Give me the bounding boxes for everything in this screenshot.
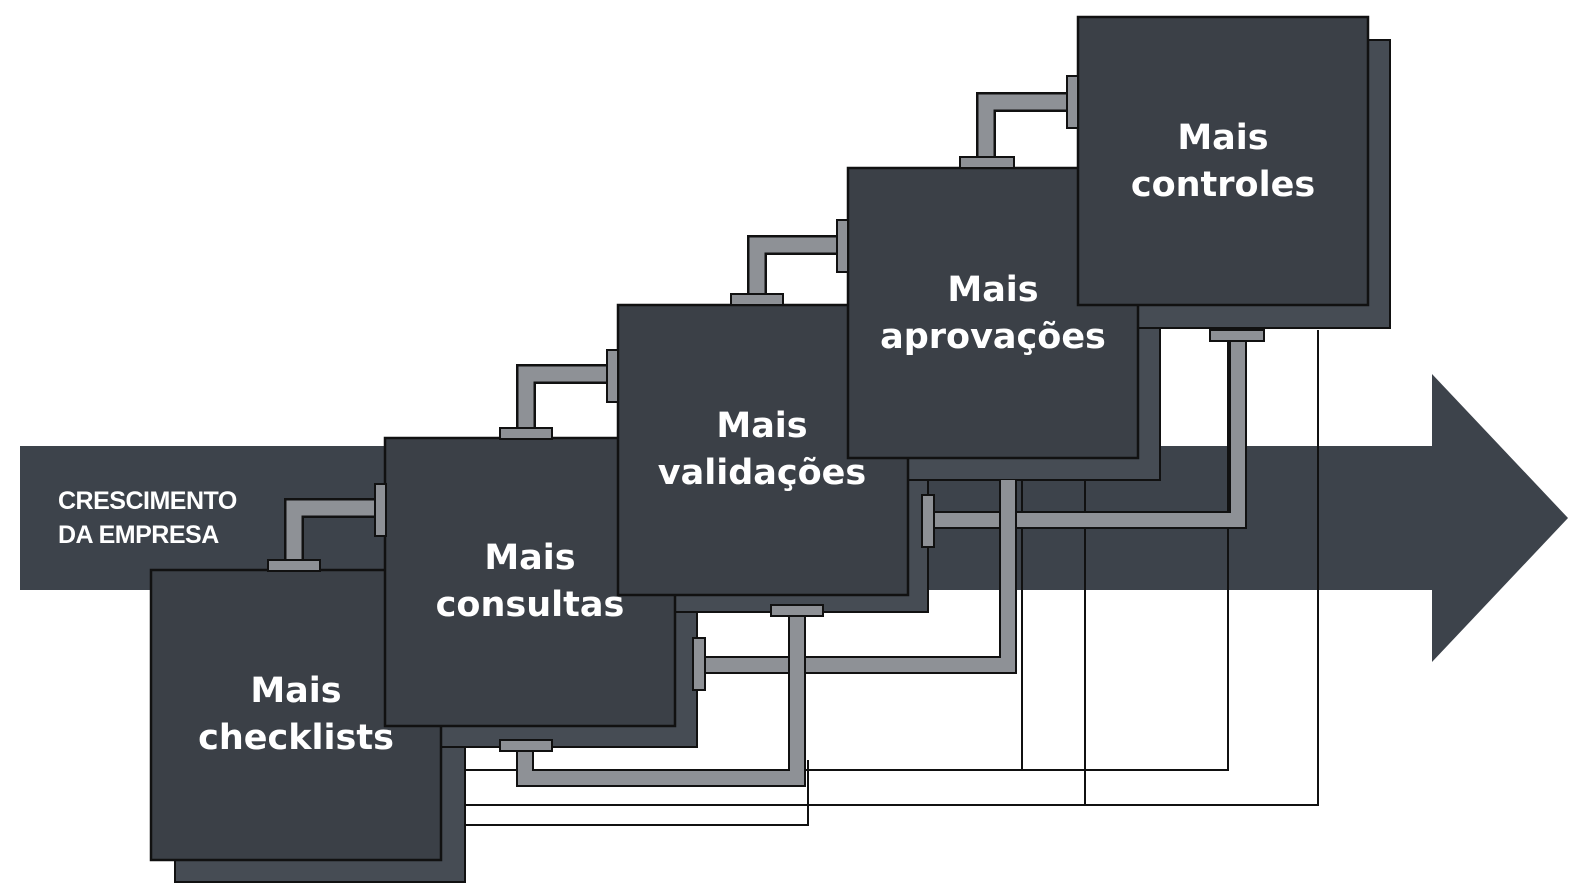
label-consultas-line1: Mais bbox=[484, 538, 576, 578]
flange-side-3 bbox=[836, 219, 849, 273]
boxes bbox=[149, 15, 1370, 862]
flange-bottom-controles bbox=[1209, 329, 1265, 342]
pipe-elbow-2 bbox=[516, 364, 612, 430]
flange-top-3 bbox=[730, 293, 784, 306]
flanges bbox=[267, 75, 1265, 752]
pipe-elbow-3 bbox=[747, 235, 842, 296]
growth-label-line2: DA EMPRESA bbox=[58, 521, 219, 549]
growth-label-line1: CRESCIMENTO bbox=[58, 487, 237, 515]
lower-pipes bbox=[516, 340, 1247, 787]
box-controles bbox=[1076, 15, 1370, 307]
label-checklists-line2: checklists bbox=[198, 718, 394, 758]
thin-line-1 bbox=[1084, 330, 1319, 806]
label-controles: Mais controles bbox=[1131, 115, 1315, 209]
label-aprovacoes-line2: aprovações bbox=[880, 317, 1106, 357]
label-validacoes: Mais validações bbox=[658, 403, 866, 497]
flange-top-4 bbox=[959, 156, 1015, 169]
label-validacoes-line1: Mais bbox=[716, 406, 808, 446]
flange-side-validacoes bbox=[921, 494, 935, 548]
flange-side-4 bbox=[1066, 75, 1079, 129]
pipe-elbow-4 bbox=[976, 92, 1072, 160]
flange-bottom-consultas bbox=[499, 739, 553, 752]
label-controles-line2: controles bbox=[1130, 165, 1316, 205]
label-checklists-line1: Mais bbox=[250, 671, 342, 711]
label-checklists: Mais checklists bbox=[198, 668, 394, 762]
flange-side-consultas bbox=[692, 637, 706, 691]
growth-arrow-label: CRESCIMENTO DA EMPRESA bbox=[58, 484, 237, 552]
flange-bottom-validacoes bbox=[770, 604, 824, 617]
thin-line-4 bbox=[465, 760, 809, 826]
label-validacoes-line2: validações bbox=[657, 453, 867, 493]
flange-side-1 bbox=[374, 483, 387, 537]
label-controles-line1: Mais bbox=[1177, 118, 1269, 158]
elbow-pipes bbox=[284, 92, 1072, 562]
flange-top-2 bbox=[499, 427, 553, 440]
flange-top-1 bbox=[267, 559, 321, 572]
flange-side-2 bbox=[606, 349, 619, 403]
label-aprovacoes: Mais aprovações bbox=[880, 267, 1106, 361]
label-aprovacoes-line1: Mais bbox=[947, 270, 1039, 310]
label-consultas: Mais consultas bbox=[436, 535, 625, 629]
label-consultas-line2: consultas bbox=[435, 585, 625, 625]
